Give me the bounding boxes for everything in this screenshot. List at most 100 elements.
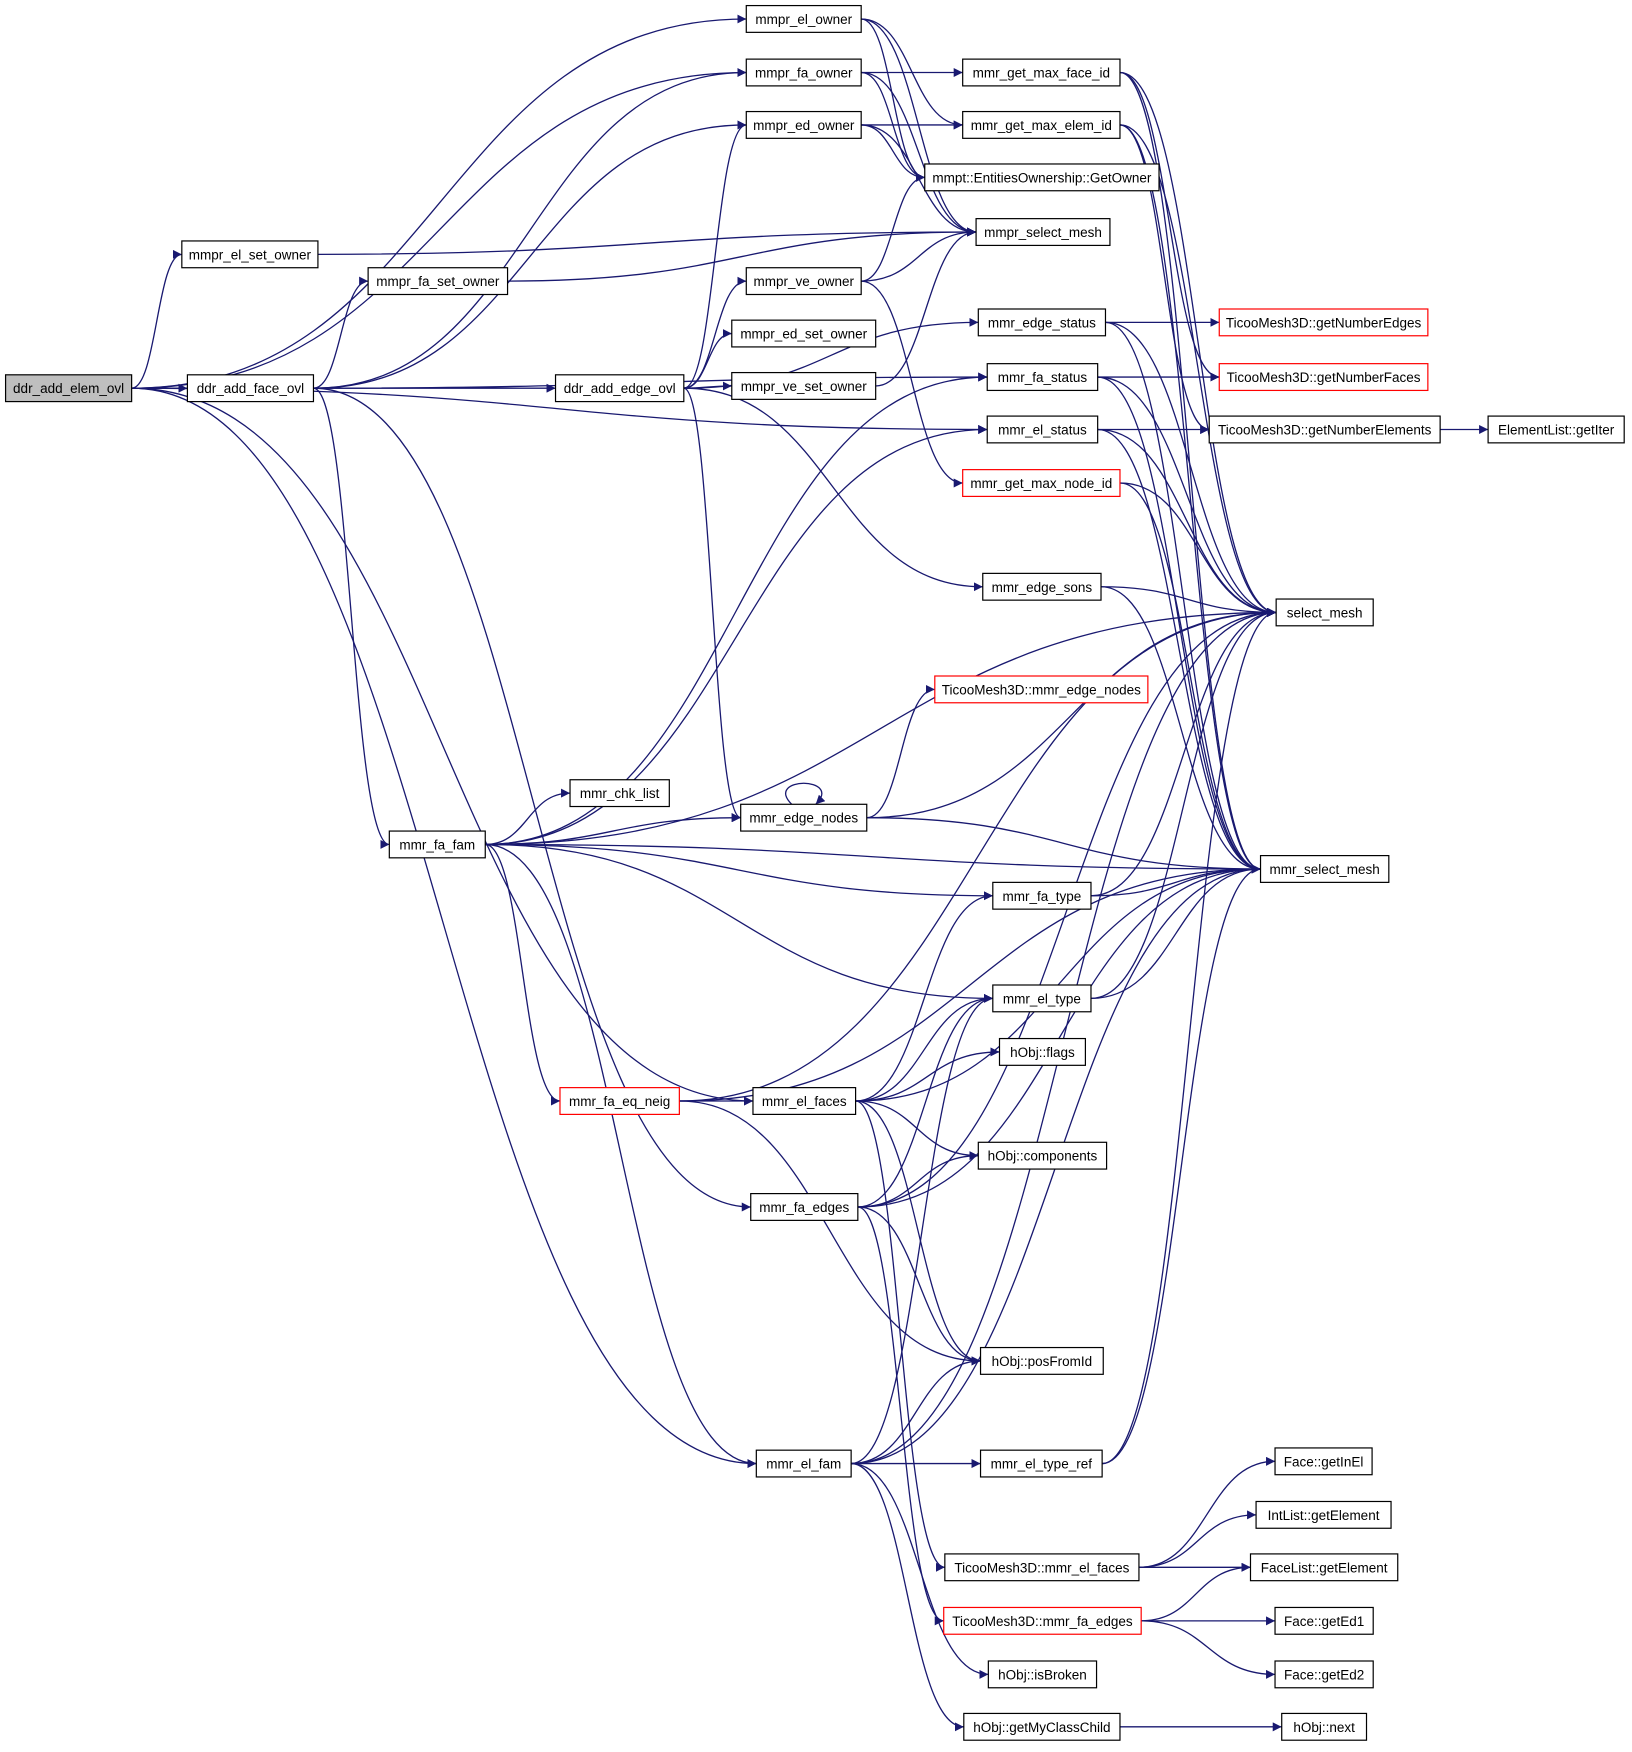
node-select-mesh[interactable]: select_mesh xyxy=(1275,598,1374,627)
call-edge xyxy=(313,68,747,389)
node-label: TicooMesh3D::getNumberElements xyxy=(1218,422,1432,437)
call-edge xyxy=(1105,321,1261,874)
call-edge xyxy=(485,843,993,901)
node-getowner[interactable]: mmpt::EntitiesOwnership::GetOwner xyxy=(924,163,1160,192)
node-box xyxy=(975,218,1111,247)
node-hobj-next[interactable]: hObj::next xyxy=(1281,1712,1368,1741)
node-mmr-select-mesh[interactable]: mmr_select_mesh xyxy=(1259,855,1390,883)
node-intlist-getelement[interactable]: IntList::getElement xyxy=(1255,1500,1392,1529)
call-edge xyxy=(1141,1562,1251,1622)
node-label: mmpt::EntitiesOwnership::GetOwner xyxy=(932,170,1152,185)
call-edge xyxy=(855,1100,981,1366)
node-tm-mmr-el-faces[interactable]: TicooMesh3D::mmr_el_faces xyxy=(944,1553,1140,1582)
node-getnumberfaces[interactable]: TicooMesh3D::getNumberFaces xyxy=(1218,363,1429,392)
node-mmpr-ve-set-owner[interactable]: mmpr_ve_set_owner xyxy=(731,371,877,400)
node-getnumberedges[interactable]: TicooMesh3D::getNumberEdges xyxy=(1218,308,1429,337)
node-facelist-getelement[interactable]: FaceList::getElement xyxy=(1249,1553,1399,1582)
call-edge xyxy=(131,387,753,1106)
call-edge xyxy=(851,1462,989,1679)
node-tm-mmr-fa-edges[interactable]: TicooMesh3D::mmr_fa_edges xyxy=(943,1606,1142,1635)
node-ddr-add-face-ovl[interactable]: ddr_add_face_ovl xyxy=(186,374,315,403)
node-mmr-edge-sons[interactable]: mmr_edge_sons xyxy=(982,572,1102,601)
node-mmr-get-max-face-id[interactable]: mmr_get_max_face_id xyxy=(962,58,1121,87)
node-mmr-el-type-ref[interactable]: mmr_el_type_ref xyxy=(979,1449,1103,1478)
node-label: ElementList::getIter xyxy=(1498,422,1615,437)
node-ddr-add-edge-ovl[interactable]: ddr_add_edge_ovl xyxy=(554,374,685,403)
call-edge xyxy=(1119,71,1277,617)
call-edge xyxy=(485,843,561,1106)
node-mmpr-ed-set-owner[interactable]: mmpr_ed_set_owner xyxy=(731,319,877,348)
call-edge xyxy=(313,387,751,1212)
node-label: ddr_add_edge_ovl xyxy=(564,381,676,396)
node-ddr-add-elem-ovl[interactable]: ddr_add_elem_ovl xyxy=(4,374,133,403)
call-edge xyxy=(855,1047,1000,1102)
node-mmpr-fa-owner[interactable]: mmpr_fa_owner xyxy=(745,58,862,87)
call-edge xyxy=(1119,124,1277,617)
node-label: mmpr_ed_owner xyxy=(753,118,855,133)
call-edge xyxy=(857,1206,944,1626)
node-label: mmr_el_faces xyxy=(762,1094,847,1109)
node-mmpr-select-mesh[interactable]: mmpr_select_mesh xyxy=(975,218,1111,247)
node-label: hObj::posFromId xyxy=(992,1354,1093,1369)
node-mmr-fa-edges[interactable]: mmr_fa_edges xyxy=(750,1193,859,1221)
call-edge xyxy=(861,71,977,237)
call-edge xyxy=(861,280,963,488)
node-mmr-fa-fam[interactable]: mmr_fa_fam xyxy=(388,830,486,859)
node-hobj-isbroken[interactable]: hObj::isBroken xyxy=(987,1660,1098,1689)
node-mmr-edge-nodes-tm[interactable]: TicooMesh3D::mmr_edge_nodes xyxy=(934,675,1149,704)
node-label: mmpr_ve_owner xyxy=(753,274,854,289)
node-label: mmr_el_status xyxy=(998,422,1087,437)
node-mmr-chk-list[interactable]: mmr_chk_list xyxy=(569,779,670,808)
node-hobj-components[interactable]: hObj::components xyxy=(977,1141,1108,1170)
call-edge xyxy=(485,788,571,846)
node-mmr-edge-status[interactable]: mmr_edge_status xyxy=(977,308,1107,337)
node-box xyxy=(554,374,685,403)
node-label: hObj::components xyxy=(988,1149,1098,1164)
node-mmr-fa-eq-neig[interactable]: mmr_fa_eq_neig xyxy=(559,1087,680,1116)
node-mmr-el-fam[interactable]: mmr_el_fam xyxy=(755,1449,852,1478)
node-box xyxy=(745,110,862,139)
node-face-getinel[interactable]: Face::getInEl xyxy=(1274,1447,1373,1476)
node-elementlist-getiter[interactable]: ElementList::getIter xyxy=(1487,415,1625,444)
node-label: mmr_fa_edges xyxy=(759,1200,849,1215)
node-box xyxy=(992,881,1092,910)
node-mmr-el-type[interactable]: mmr_el_type xyxy=(992,984,1092,1013)
node-box xyxy=(745,58,862,87)
call-edge xyxy=(855,1100,945,1572)
node-face-geted2[interactable]: Face::getEd2 xyxy=(1274,1660,1374,1689)
node-face-geted1[interactable]: Face::getEd1 xyxy=(1274,1606,1374,1635)
node-hobj-posfromid[interactable]: hObj::posFromId xyxy=(979,1346,1104,1375)
node-mmr-get-max-elem-id[interactable]: mmr_get_max_elem_id xyxy=(962,110,1121,139)
call-edge xyxy=(683,120,747,389)
node-mmpr-el-set-owner[interactable]: mmpr_el_set_owner xyxy=(181,240,319,269)
node-mmr-fa-type[interactable]: mmr_fa_type xyxy=(992,881,1092,910)
node-mmpr-fa-set-owner[interactable]: mmpr_fa_set_owner xyxy=(367,267,509,296)
call-edge xyxy=(851,993,993,1465)
node-mmpr-ed-owner[interactable]: mmpr_ed_owner xyxy=(745,110,862,139)
node-box xyxy=(731,371,877,400)
call-edge xyxy=(131,14,747,389)
node-label: TicooMesh3D::mmr_edge_nodes xyxy=(942,682,1141,697)
function-nodes: ddr_add_elem_ovl ddr_add_face_ovl ddr_add_… xyxy=(4,4,1625,1741)
node-label: mmr_edge_sons xyxy=(992,580,1093,595)
node-mmpr-ve-owner[interactable]: mmpr_ve_owner xyxy=(745,267,862,296)
call-edge xyxy=(679,607,1277,1102)
node-hobj-getmyclasschild[interactable]: hObj::getMyClassChild xyxy=(963,1712,1121,1741)
node-label: TicooMesh3D::getNumberFaces xyxy=(1227,370,1421,385)
call-edge xyxy=(679,864,1261,1102)
node-box xyxy=(943,1606,1142,1635)
call-edge xyxy=(131,68,747,389)
node-getnumberelements[interactable]: TicooMesh3D::getNumberElements xyxy=(1208,415,1441,444)
node-mmr-el-status[interactable]: mmr_el_status xyxy=(986,415,1099,444)
node-mmr-get-max-node-id[interactable]: mmr_get_max_node_id xyxy=(962,469,1121,498)
call-edge xyxy=(861,124,925,182)
node-mmr-edge-nodes[interactable]: mmr_edge_nodes xyxy=(740,803,868,832)
call-edge xyxy=(507,227,977,282)
call-edge xyxy=(1105,321,1277,617)
node-mmr-fa-status[interactable]: mmr_fa_status xyxy=(986,363,1099,392)
node-hobj-flags[interactable]: hObj::flags xyxy=(998,1037,1086,1066)
node-box xyxy=(559,1087,680,1116)
call-edge xyxy=(857,993,993,1208)
node-mmpr-el-owner[interactable]: mmpr_el_owner xyxy=(745,4,862,33)
node-mmr-el-faces[interactable]: mmr_el_faces xyxy=(752,1087,857,1116)
